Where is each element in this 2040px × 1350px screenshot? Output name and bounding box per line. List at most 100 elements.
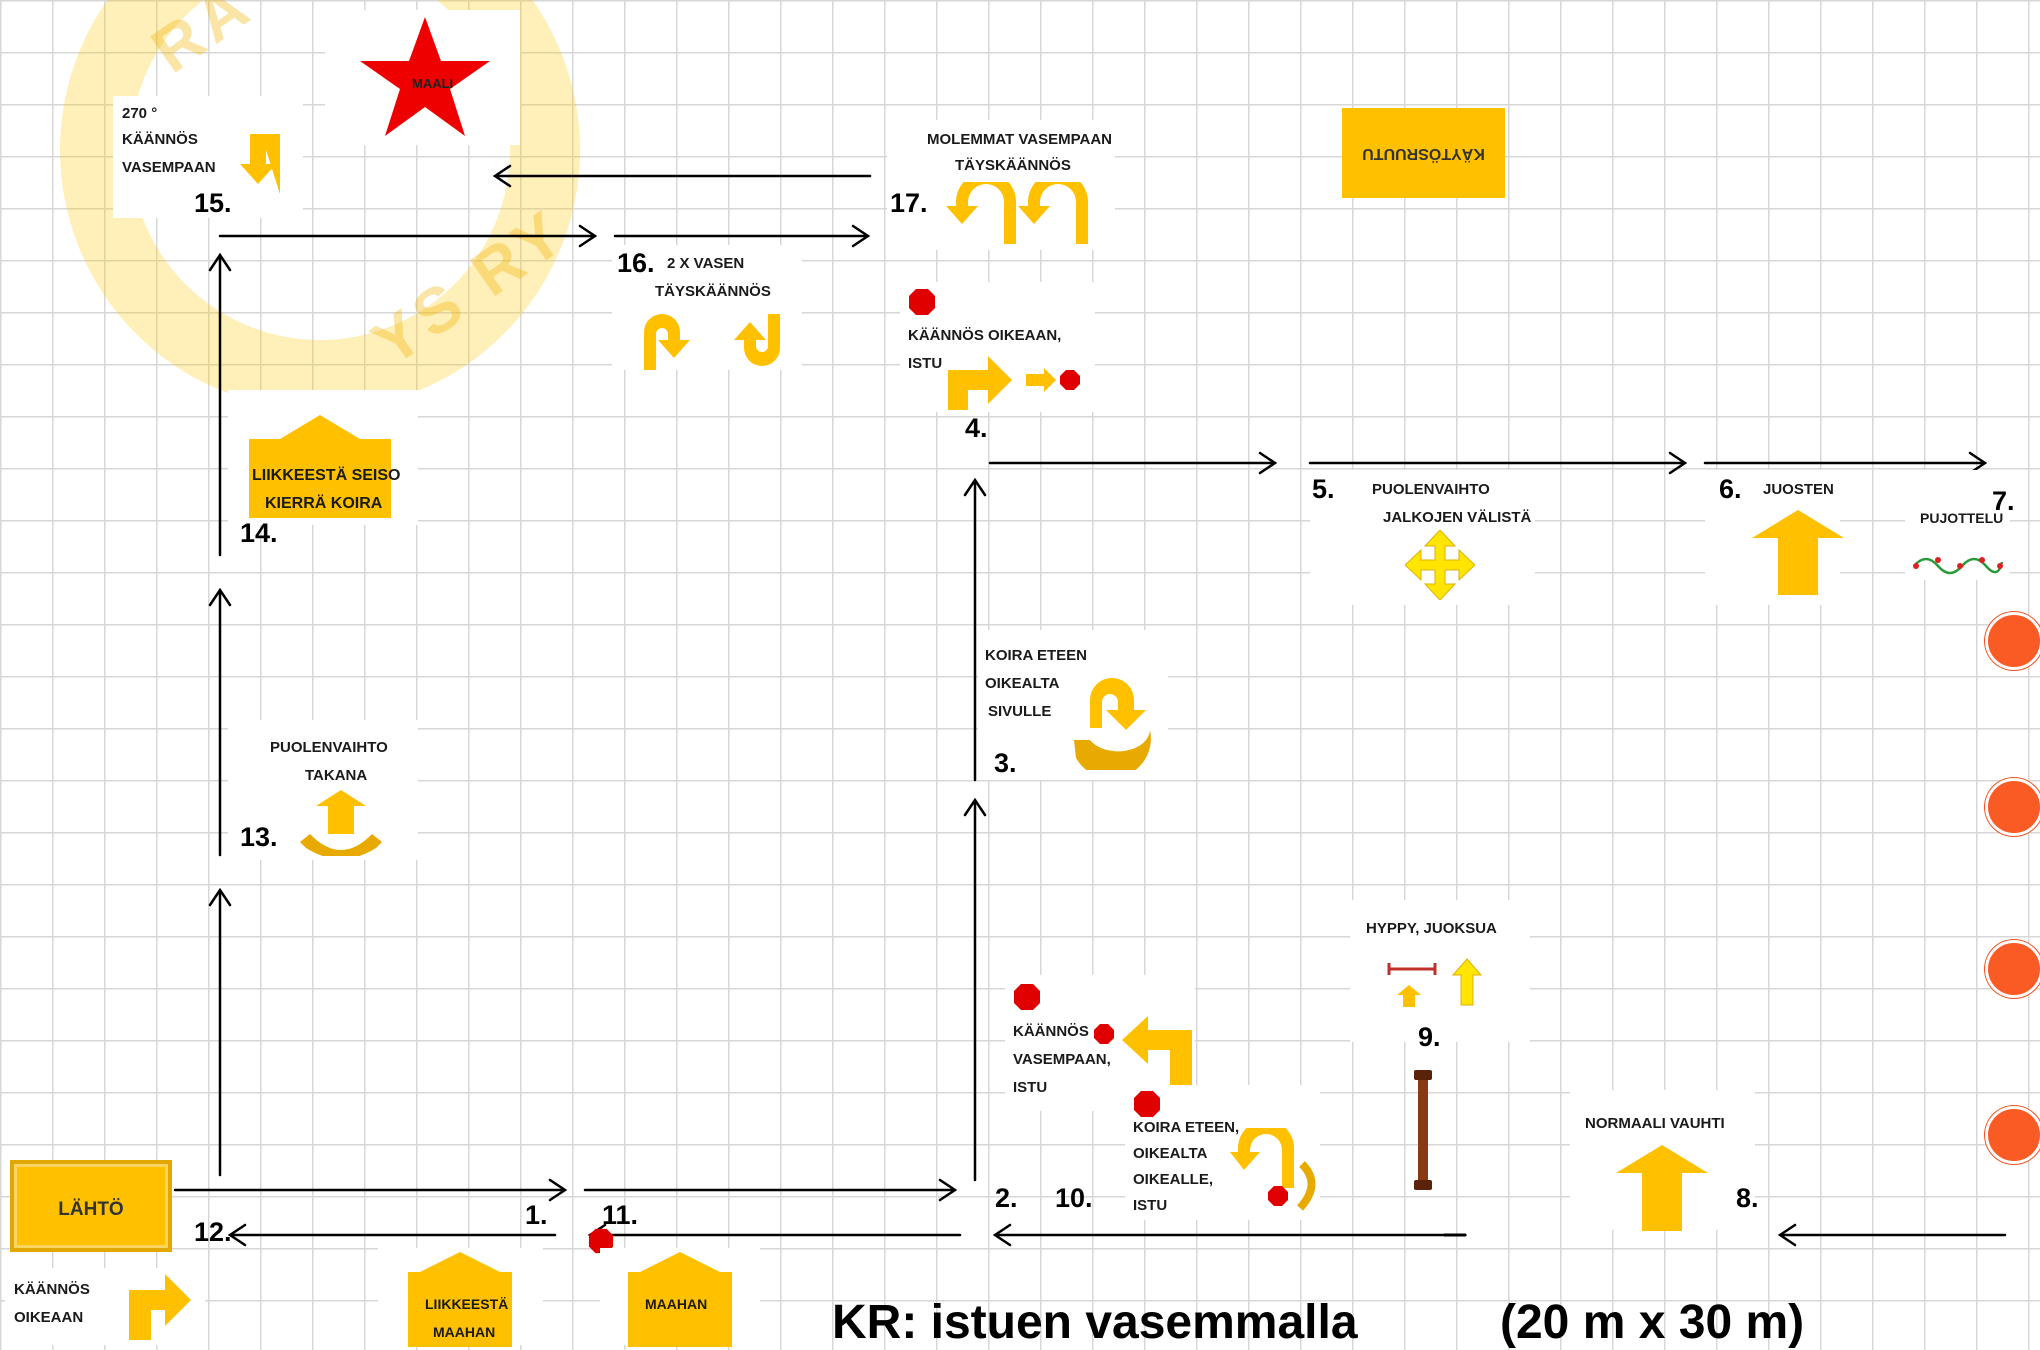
- double-left-uturn-icon: [644, 314, 780, 370]
- turn-right-then-sit-icon: [948, 356, 1080, 410]
- route-arrow: [1777, 1223, 2007, 1247]
- station-number: 7.: [1992, 486, 2015, 516]
- double-left-uturn-icon: [946, 182, 1088, 244]
- station-number: 9.: [1418, 1022, 1441, 1052]
- route-arrow: [208, 587, 232, 857]
- station-label: ISTU: [908, 355, 943, 372]
- station-label: OIKEAAN: [14, 1309, 84, 1326]
- station-label: MOLEMMAT VASEMPAAN: [927, 131, 1112, 148]
- station-label: MAAHAN: [433, 1324, 496, 1340]
- station-label: KÄÄNNÖS: [122, 131, 198, 148]
- route-arrow: [227, 1223, 557, 1247]
- route-arrow: [208, 252, 232, 557]
- station-number: 16.: [617, 248, 655, 278]
- station-number: 4.: [965, 413, 988, 443]
- cross-arrows-icon: [1405, 530, 1475, 600]
- route-arrow: [988, 451, 1278, 475]
- station-label: PUOLENVAIHTO: [270, 739, 388, 756]
- bullet-dot: [1985, 612, 2040, 670]
- route-arrow: [492, 164, 872, 188]
- stand-sign: [249, 415, 391, 518]
- start-box: LÄHTÖ: [10, 1160, 172, 1252]
- station-label: MAAHAN: [645, 1296, 708, 1312]
- route-arrow: [173, 1178, 568, 1202]
- bullet-dot: [1985, 940, 2040, 998]
- station-label: JALKOJEN VÄLISTÄ: [1383, 509, 1532, 526]
- up-arrow-icon: [1616, 1145, 1708, 1231]
- station-label: JUOSTEN: [1763, 481, 1834, 498]
- station-label: PUOLENVAIHTO: [1372, 481, 1490, 498]
- route-arrow: [963, 477, 987, 782]
- turn-right-icon: [129, 1274, 191, 1340]
- station-label: OIKEALTA: [1133, 1145, 1208, 1162]
- station-number: 17.: [890, 188, 928, 218]
- station-label: OIKEALLE,: [1133, 1171, 1214, 1188]
- route-arrow: [613, 224, 871, 248]
- station-card: [1350, 900, 1530, 1042]
- route-arrow: [583, 1178, 958, 1202]
- route-arrow: [208, 887, 232, 1177]
- station-label: HYPPY, JUOKSUA: [1366, 920, 1497, 937]
- station-label: KOIRA ETEEN: [985, 647, 1087, 664]
- stop-sign-icon: [1014, 984, 1040, 1010]
- station-label: PUJOTTELU: [1920, 510, 2004, 526]
- station-label: KÄÄNNÖS OIKEAAN,: [908, 327, 1062, 344]
- station-number: 11.: [602, 1200, 639, 1230]
- down-position-sign: [408, 1252, 512, 1347]
- turn-left-sit-icon: [1094, 1016, 1192, 1086]
- station-card: [1310, 470, 1535, 605]
- finish-label: MAALI: [412, 76, 454, 91]
- station-label: LIIKKEESTÄ: [425, 1296, 509, 1312]
- station-label: VASEMPAAN: [122, 159, 216, 176]
- station-number: 15.: [194, 188, 232, 218]
- route-arrow: [1703, 451, 1988, 475]
- finish-star-icon: [360, 17, 490, 136]
- front-right-sit-icon: [1230, 1128, 1316, 1211]
- station-label: NORMAALI VAUHTI: [1585, 1115, 1725, 1132]
- station-label: KÄÄNNÖS: [1013, 1023, 1089, 1040]
- station-label: TAKANA: [305, 767, 368, 784]
- up-arrow-icon: [1752, 510, 1844, 595]
- bullet-dot: [1985, 778, 2040, 836]
- route-arrow: [992, 1223, 1447, 1247]
- station-label: LIIKKEESTÄ SEISO: [252, 467, 401, 484]
- stop-sign-icon: [909, 289, 935, 315]
- station-label: VASEMPAAN,: [1013, 1051, 1111, 1068]
- station-label: 270 °: [122, 105, 158, 122]
- station-number: 8.: [1736, 1183, 1759, 1213]
- station-label: KÄÄNNÖS: [14, 1281, 90, 1298]
- station-number: 2.: [995, 1183, 1018, 1213]
- down-position-sign: [628, 1252, 732, 1347]
- station-number: 3.: [994, 748, 1017, 778]
- station-card: [228, 720, 418, 860]
- stop-sign-icon: [1134, 1091, 1160, 1117]
- weave-icon: [1913, 557, 2004, 575]
- station-label: 2 X VASEN: [667, 255, 745, 272]
- station-number: 10.: [1055, 1183, 1093, 1213]
- station-label: OIKEALTA: [985, 675, 1060, 692]
- station-label: SIVULLE: [988, 703, 1052, 720]
- station-number: 6.: [1719, 474, 1742, 504]
- footer-size: (20 m x 30 m): [1500, 1296, 1805, 1349]
- station-label: TÄYSKÄÄNNÖS: [655, 283, 771, 300]
- switch-behind-icon: [300, 790, 382, 856]
- station-card: [1905, 470, 2010, 580]
- bullet-dot: [1985, 1106, 2040, 1164]
- route-arrow: [218, 224, 598, 248]
- hurdle-icon: [1414, 1070, 1432, 1190]
- route-arrow: [1308, 451, 1688, 475]
- front-circle-icon: [1074, 678, 1151, 770]
- station-label: ISTU: [1013, 1079, 1048, 1096]
- stop-sign-icon: [588, 1228, 614, 1254]
- footer-title: KR: istuen vasemmalla: [832, 1296, 1358, 1349]
- handler-box: KÄYTÖSRUUTU: [1342, 108, 1505, 198]
- turn-left-270-icon: [240, 134, 280, 194]
- station-label: TÄYSKÄÄNNÖS: [955, 157, 1071, 174]
- station-label: ISTU: [1133, 1197, 1168, 1214]
- station-label: KOIRA ETEEN,: [1133, 1119, 1240, 1136]
- station-number: 5.: [1312, 474, 1335, 504]
- jump-icon: [1387, 958, 1483, 1007]
- route-arrow: [963, 797, 987, 1182]
